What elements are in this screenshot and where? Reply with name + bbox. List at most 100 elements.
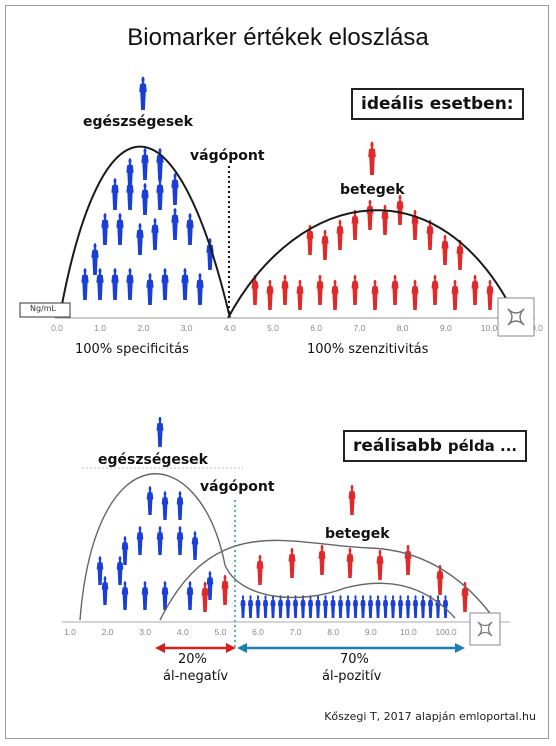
person-head — [333, 279, 337, 286]
person-head — [118, 213, 122, 219]
person-head — [339, 595, 342, 600]
tick-label: 4.0 — [177, 627, 189, 637]
person-head — [128, 178, 132, 184]
person-head — [384, 595, 387, 600]
person-figure — [161, 496, 169, 520]
person-head — [113, 268, 117, 274]
person-figure — [126, 163, 134, 190]
tick-label: 1.0 — [64, 627, 76, 637]
person-figure — [427, 599, 434, 618]
person-head — [353, 274, 357, 281]
unit-box — [19, 302, 71, 318]
person-head — [290, 547, 294, 554]
person-figure — [351, 214, 359, 240]
person-head — [413, 209, 417, 216]
person-head — [453, 279, 457, 286]
person-head — [113, 178, 117, 184]
person-figure — [368, 147, 376, 175]
person-figure — [337, 599, 344, 618]
healthy-curve-ideal — [59, 145, 231, 319]
tick-label: 2.0 — [137, 323, 149, 333]
person-figure — [352, 599, 359, 618]
person-figure — [456, 244, 464, 270]
person-head — [256, 595, 260, 600]
person-figure — [146, 278, 154, 305]
person-figure — [360, 599, 366, 618]
tick-label: 7.0 — [290, 627, 302, 637]
person-figure — [270, 599, 276, 618]
person-figure — [431, 279, 439, 305]
patient-curve-ideal — [227, 209, 516, 319]
false-negative-percent: 20% — [178, 652, 207, 667]
person-head — [249, 595, 252, 600]
person-figure — [139, 82, 147, 110]
person-head — [324, 595, 327, 600]
person-figure — [331, 284, 339, 310]
person-figure — [375, 599, 381, 618]
tick-label: 100.0 — [435, 627, 457, 637]
person-figure — [262, 599, 269, 618]
person-figure — [345, 599, 351, 618]
person-head — [173, 208, 177, 214]
person-figure — [126, 183, 134, 210]
person-figure — [411, 284, 419, 310]
person-figure — [156, 183, 164, 210]
realistic-case-label-bold: reálisabb — [353, 436, 442, 456]
tick-label: 10.0 — [400, 627, 417, 637]
person-head — [148, 273, 152, 279]
person-head — [369, 595, 372, 600]
person-head — [128, 158, 132, 164]
person-head — [406, 595, 410, 600]
person-head — [443, 234, 447, 241]
person-head — [436, 595, 440, 600]
tick-label: 10.0 — [481, 323, 498, 333]
tick-label: 3.0 — [139, 627, 151, 637]
person-head — [158, 526, 162, 532]
person-figure — [426, 224, 434, 250]
person-head — [354, 595, 357, 600]
cutoff-label-ideal: vágópont — [190, 148, 265, 164]
person-figure — [121, 541, 129, 565]
credit-text: Kőszegi T, 2017 alapján emloportal.hu — [324, 710, 536, 723]
person-head — [153, 218, 157, 224]
person-figure — [121, 586, 129, 610]
person-head — [98, 268, 102, 274]
person-head — [383, 204, 387, 211]
person-figure — [186, 218, 194, 245]
person-head — [128, 268, 132, 274]
false-positive-figures — [240, 595, 449, 618]
person-head — [223, 574, 227, 581]
person-head — [338, 219, 342, 226]
logo-icon-real — [469, 612, 501, 646]
person-figure — [91, 248, 99, 275]
person-head — [473, 274, 477, 281]
person-figure — [436, 569, 444, 595]
healthy-label-ideal: egészségesek — [83, 114, 193, 130]
false-positive-label: ál-pozitív — [322, 669, 382, 684]
person-head — [241, 595, 245, 600]
cutoff-label-real: vágópont — [200, 479, 275, 495]
person-figure — [461, 586, 469, 612]
person-head — [258, 554, 262, 561]
person-figure — [196, 278, 204, 305]
person-figure — [206, 576, 214, 600]
tick-label: 4.0 — [224, 323, 236, 333]
person-figure — [451, 284, 459, 310]
person-figure — [471, 279, 479, 305]
tick-label: 0.0 — [51, 323, 63, 333]
patients-label-ideal: betegek — [340, 182, 405, 198]
person-figure — [221, 579, 229, 605]
person-head — [158, 416, 162, 423]
person-head — [444, 595, 447, 600]
person-figure — [247, 599, 254, 618]
person-figure — [420, 599, 426, 618]
person-head — [208, 571, 212, 577]
realistic-case-box: reálisabb példa ... — [343, 430, 528, 462]
person-figure — [390, 599, 396, 618]
person-head — [406, 544, 410, 551]
person-head — [414, 595, 417, 600]
person-figure — [161, 586, 169, 610]
person-figure — [288, 552, 296, 578]
person-head — [203, 581, 207, 588]
